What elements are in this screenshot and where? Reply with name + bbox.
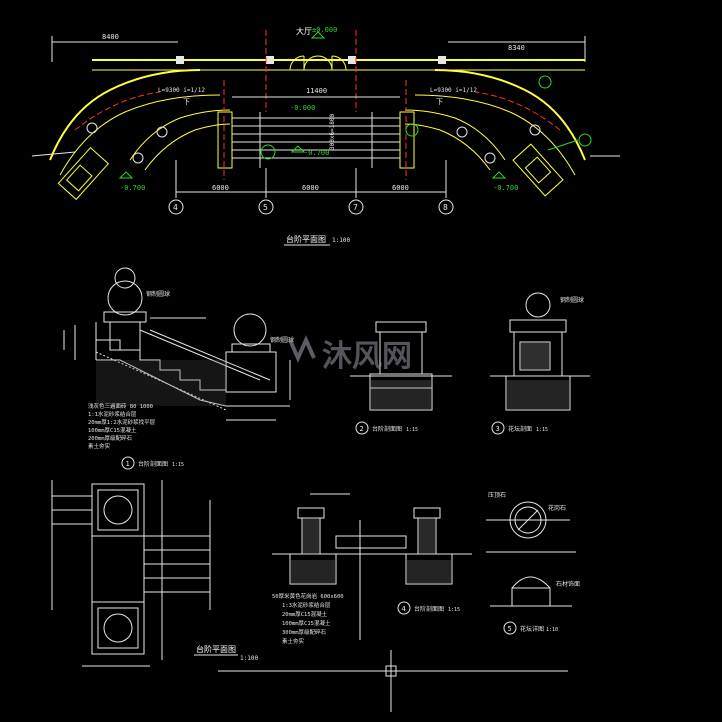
- down-left: 下: [183, 98, 190, 106]
- dim-bottom-3: 6000: [392, 184, 409, 192]
- elev-left: -0.700: [120, 184, 145, 192]
- section5-label-2: 花岗石: [548, 504, 566, 512]
- section4-note-5: 300mm厚级配碎石: [282, 628, 327, 636]
- section5-title: 花坛详图: [520, 625, 544, 633]
- section1-legend-6: 素土夯实: [88, 442, 111, 450]
- section5-num: 5: [508, 625, 512, 633]
- elev-center: -0.700: [304, 149, 329, 157]
- section-1-stairs: [63, 267, 291, 470]
- section4-note-2: 1:3水泥砂浆结合层: [282, 601, 331, 609]
- section1-legend: 浅灰色三遍面砖 80 1000 1:1水泥砂浆结合层 20mm厚1:2水泥砂浆找…: [88, 402, 156, 450]
- plan-title: 台阶平面图: [286, 234, 326, 244]
- section-2: [350, 321, 452, 435]
- grid-bubble-4: 4: [173, 203, 178, 212]
- dim-bottom-1: 6000: [212, 184, 229, 192]
- section1-title: 台阶剖面图: [138, 460, 168, 468]
- plan2-scale: 1:100: [240, 655, 258, 662]
- section3-num: 3: [496, 425, 500, 433]
- section3-title: 花坛剖面: [508, 425, 532, 433]
- section2-title: 台阶剖面图: [372, 425, 402, 433]
- section4-note-6: 素土夯实: [282, 637, 305, 645]
- dim-top-right: 8340: [508, 44, 525, 52]
- section4-scale: 1:15: [448, 607, 460, 613]
- dim-mid: 11400: [306, 87, 327, 95]
- section1-num: 1: [126, 460, 130, 468]
- section1-scale: 1:15: [172, 462, 184, 468]
- plan-scale: 1:100: [332, 237, 350, 244]
- section4-notes: 50厚米黄色花岗岩 600x600 1:3水泥砂浆结合层 20mm厚C15混凝土…: [272, 592, 344, 645]
- section1-note-ball: 钢制圆球: [146, 290, 170, 298]
- section4-title: 台阶剖面图: [414, 605, 444, 613]
- section4-note-3: 20mm厚C15混凝土: [282, 610, 328, 618]
- section1-note-ball-2: 钢制圆球: [270, 336, 294, 344]
- section1-legend-2: 1:1水泥砂浆结合层: [88, 410, 137, 418]
- plan2-title: 台阶平面图: [196, 644, 236, 654]
- section2-num: 2: [360, 425, 364, 433]
- plan-2: [51, 480, 211, 667]
- watermark-text: 沐风网: [322, 339, 412, 374]
- watermark: 沐风网: [288, 335, 412, 374]
- elev-right: -0.700: [493, 184, 518, 192]
- elev-zero-label: ±0.000: [312, 26, 337, 34]
- section3-scale: 1:15: [536, 427, 548, 433]
- section1-legend-4: 100mm厚C15混凝土: [88, 426, 137, 434]
- elev-landing: -0.000: [290, 104, 315, 112]
- slope-right: L=9300 i=1/12: [430, 87, 477, 94]
- grid-bubble-7: 7: [353, 203, 358, 212]
- section1-legend-5: 200mm厚级配碎石: [88, 434, 133, 442]
- section4-note-1: 50厚米黄色花岗岩 600x600: [272, 592, 344, 600]
- site-plan: [31, 30, 620, 215]
- lobby-label: 大厅: [296, 26, 312, 36]
- section5-label-3: 石材饰面: [556, 580, 580, 588]
- steps-dims: 300x6=1800: [329, 113, 336, 150]
- grid-bubble-8: 8: [443, 203, 448, 212]
- section4-num: 4: [402, 605, 406, 613]
- section1-legend-3: 20mm厚1:2水泥砂浆找平层: [88, 418, 156, 426]
- dim-top-left: 8400: [102, 33, 119, 41]
- section1-legend-1: 浅灰色三遍面砖 80 1000: [88, 402, 153, 410]
- section3-note: 钢制圆球: [560, 296, 584, 304]
- dim-bottom-2: 6000: [302, 184, 319, 192]
- crosshair-cursor: [218, 650, 568, 712]
- down-right: 下: [436, 98, 443, 106]
- section-5: [486, 501, 576, 635]
- slope-left: L=9300 i=1/12: [158, 87, 205, 94]
- grid-bubble-5: 5: [263, 203, 268, 212]
- section2-scale: 1:15: [406, 427, 418, 433]
- section5-scale: 1:10: [546, 627, 558, 633]
- section-3: [490, 292, 590, 435]
- section5-label-1: 压顶石: [488, 492, 506, 499]
- section4-note-4: 100mm厚C15混凝土: [282, 619, 331, 627]
- section-4: [272, 493, 472, 640]
